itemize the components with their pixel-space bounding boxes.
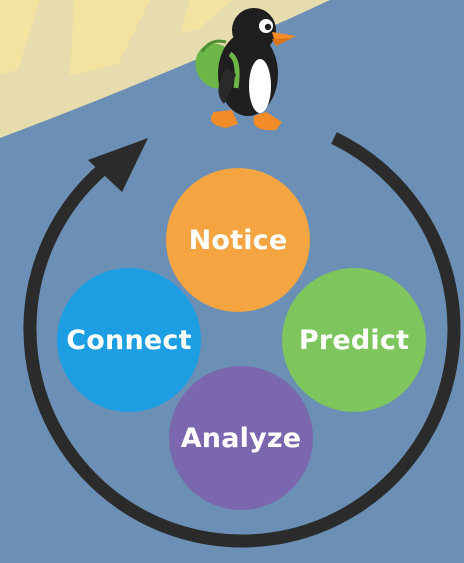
node-predict: Predict [282, 268, 426, 412]
cycle-arc [23, 132, 461, 548]
node-notice-label: Notice [188, 224, 288, 256]
node-connect-label: Connect [66, 324, 192, 356]
penguin-icon [195, 8, 296, 131]
cycle-arrowhead-icon [88, 138, 148, 192]
cycle-arrow [23, 132, 461, 548]
node-predict-label: Predict [298, 324, 410, 356]
node-analyze-label: Analyze [180, 422, 302, 454]
sun-rays-decoration [0, 0, 330, 138]
node-connect: Connect [57, 268, 201, 412]
node-analyze: Analyze [169, 366, 313, 510]
node-notice: Notice [166, 168, 310, 312]
